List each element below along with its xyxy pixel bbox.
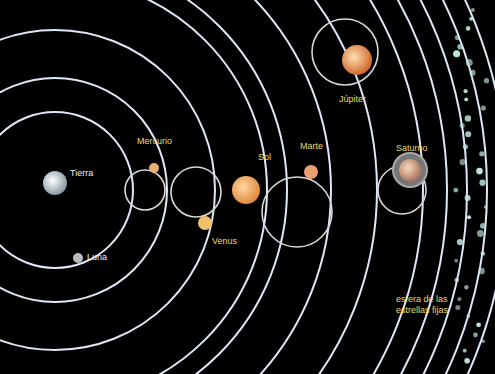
star-dot bbox=[463, 349, 467, 353]
deferent-circle bbox=[0, 0, 377, 374]
body-label: Marte bbox=[300, 141, 323, 152]
sun bbox=[232, 176, 260, 204]
star-dot bbox=[457, 297, 461, 301]
jupiter bbox=[342, 45, 372, 75]
star-dot bbox=[466, 26, 471, 31]
star-dot bbox=[464, 358, 470, 364]
star-dot bbox=[455, 305, 460, 310]
star-dot bbox=[465, 195, 471, 201]
deferent-circle bbox=[0, 0, 447, 374]
body-label: Mercurio bbox=[137, 136, 172, 147]
star-dot bbox=[453, 188, 458, 193]
venus bbox=[198, 216, 212, 230]
star-dot bbox=[457, 239, 463, 245]
star-dot bbox=[481, 339, 485, 343]
sphere-label: esfera de las estrellas fijas bbox=[396, 294, 474, 316]
star-dot bbox=[476, 322, 481, 327]
star-dot bbox=[464, 98, 468, 102]
star-dot bbox=[464, 89, 468, 93]
star-dot bbox=[463, 144, 468, 149]
body-label: Júpiter bbox=[339, 94, 366, 105]
body-label: Tierra bbox=[70, 168, 93, 179]
star-dot bbox=[478, 268, 485, 275]
deferent-circle bbox=[0, 78, 167, 302]
star-dot bbox=[460, 159, 466, 165]
body-label: Luna bbox=[87, 252, 107, 263]
star-dot bbox=[481, 251, 485, 255]
star-dot bbox=[469, 17, 473, 21]
deferent-circle bbox=[0, 0, 331, 374]
deferent-circle bbox=[0, 0, 267, 374]
star-dot bbox=[457, 44, 463, 50]
saturn bbox=[393, 153, 427, 187]
body-label: Saturno bbox=[396, 143, 428, 154]
star-dot bbox=[480, 223, 486, 229]
star-dot bbox=[464, 285, 468, 289]
star-dot bbox=[479, 151, 484, 156]
star-dot bbox=[453, 50, 460, 57]
deferent-circle bbox=[0, 0, 423, 374]
epicycles bbox=[125, 19, 426, 247]
deferent-circle bbox=[0, 0, 287, 374]
star-dot bbox=[479, 180, 485, 186]
fixed-stars bbox=[453, 8, 489, 364]
star-dot bbox=[460, 123, 465, 128]
body-label: Venus bbox=[212, 236, 237, 247]
moon bbox=[73, 253, 83, 263]
star-dot bbox=[455, 35, 460, 40]
star-dot bbox=[454, 278, 459, 283]
star-dot bbox=[454, 259, 458, 263]
star-dot bbox=[477, 230, 484, 237]
mercury bbox=[149, 163, 159, 173]
mars bbox=[304, 165, 318, 179]
deferent-circle bbox=[0, 30, 215, 350]
body-label: Sol bbox=[258, 152, 271, 163]
star-dot bbox=[481, 105, 486, 110]
star-dot bbox=[470, 70, 476, 76]
deferent-circle bbox=[0, 112, 133, 268]
star-dot bbox=[471, 8, 475, 12]
star-dot bbox=[473, 333, 478, 338]
star-dot bbox=[465, 115, 471, 121]
earth bbox=[43, 171, 67, 195]
star-dot bbox=[467, 215, 471, 219]
star-dot bbox=[484, 205, 488, 209]
star-dot bbox=[466, 59, 473, 66]
deferent-circle bbox=[0, 0, 467, 374]
star-dot bbox=[467, 314, 471, 318]
star-dot bbox=[465, 131, 471, 137]
star-dot bbox=[484, 78, 489, 83]
star-dot bbox=[476, 168, 483, 175]
